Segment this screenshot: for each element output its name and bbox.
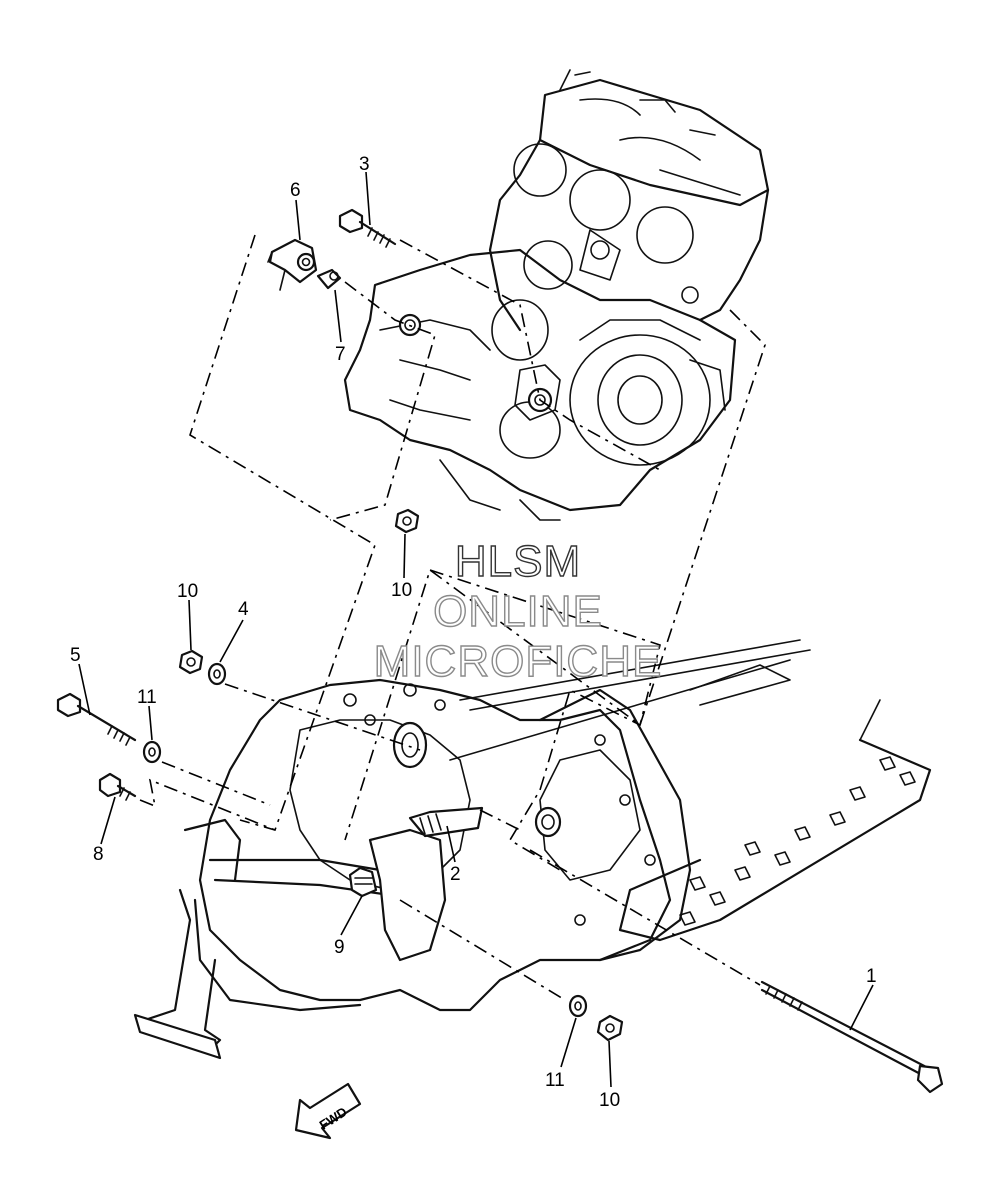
part-10-nut-lower xyxy=(596,1014,624,1042)
callout-9: 9 xyxy=(334,937,345,958)
assembly-lines xyxy=(139,234,766,1001)
callout-labels: 6 3 7 10 10 4 5 11 8 2 9 1 11 10 xyxy=(70,154,877,1111)
callout-10-left: 10 xyxy=(177,581,198,602)
callout-8: 8 xyxy=(93,844,104,865)
part-2-collar xyxy=(408,806,484,838)
part-10-nut-left xyxy=(178,649,204,675)
callout-10-lower: 10 xyxy=(599,1090,620,1111)
callout-5: 5 xyxy=(70,645,81,666)
callout-11-lower: 11 xyxy=(545,1070,565,1091)
part-4-washer xyxy=(207,662,227,686)
watermark-line-1: HLSM xyxy=(455,537,581,586)
frame-illustration xyxy=(133,639,932,1060)
callout-2: 2 xyxy=(450,864,461,885)
watermark-line-2: ONLINE xyxy=(433,587,603,636)
parts xyxy=(56,208,944,1094)
running-board-cutouts xyxy=(679,756,916,926)
watermark: HLSM ONLINE MICROFICHE xyxy=(373,536,663,686)
callout-6: 6 xyxy=(290,180,301,201)
part-11-washer-upper xyxy=(142,740,162,764)
part-9-bolt xyxy=(348,866,378,898)
part-1-through-bolt xyxy=(760,980,944,1094)
part-5-bolt xyxy=(56,692,137,746)
part-7-collar xyxy=(316,268,342,290)
part-8-bolt xyxy=(98,772,137,801)
callout-4: 4 xyxy=(238,599,249,620)
engine-illustration xyxy=(343,69,770,521)
callout-10-upper: 10 xyxy=(391,580,412,601)
callout-3: 3 xyxy=(359,154,370,175)
part-11-washer-lower xyxy=(568,994,588,1018)
part-10-nut-upper xyxy=(394,508,420,534)
part-6-engine-stay xyxy=(267,238,318,291)
leader-lines xyxy=(78,171,874,1088)
watermark-line-3: MICROFICHE xyxy=(374,637,663,686)
part-3-bolt xyxy=(338,208,397,248)
callout-7: 7 xyxy=(335,344,346,365)
callout-1: 1 xyxy=(866,966,877,987)
callout-11-upper: 11 xyxy=(137,687,157,708)
forward-arrow-icon: FWD xyxy=(294,1082,362,1140)
